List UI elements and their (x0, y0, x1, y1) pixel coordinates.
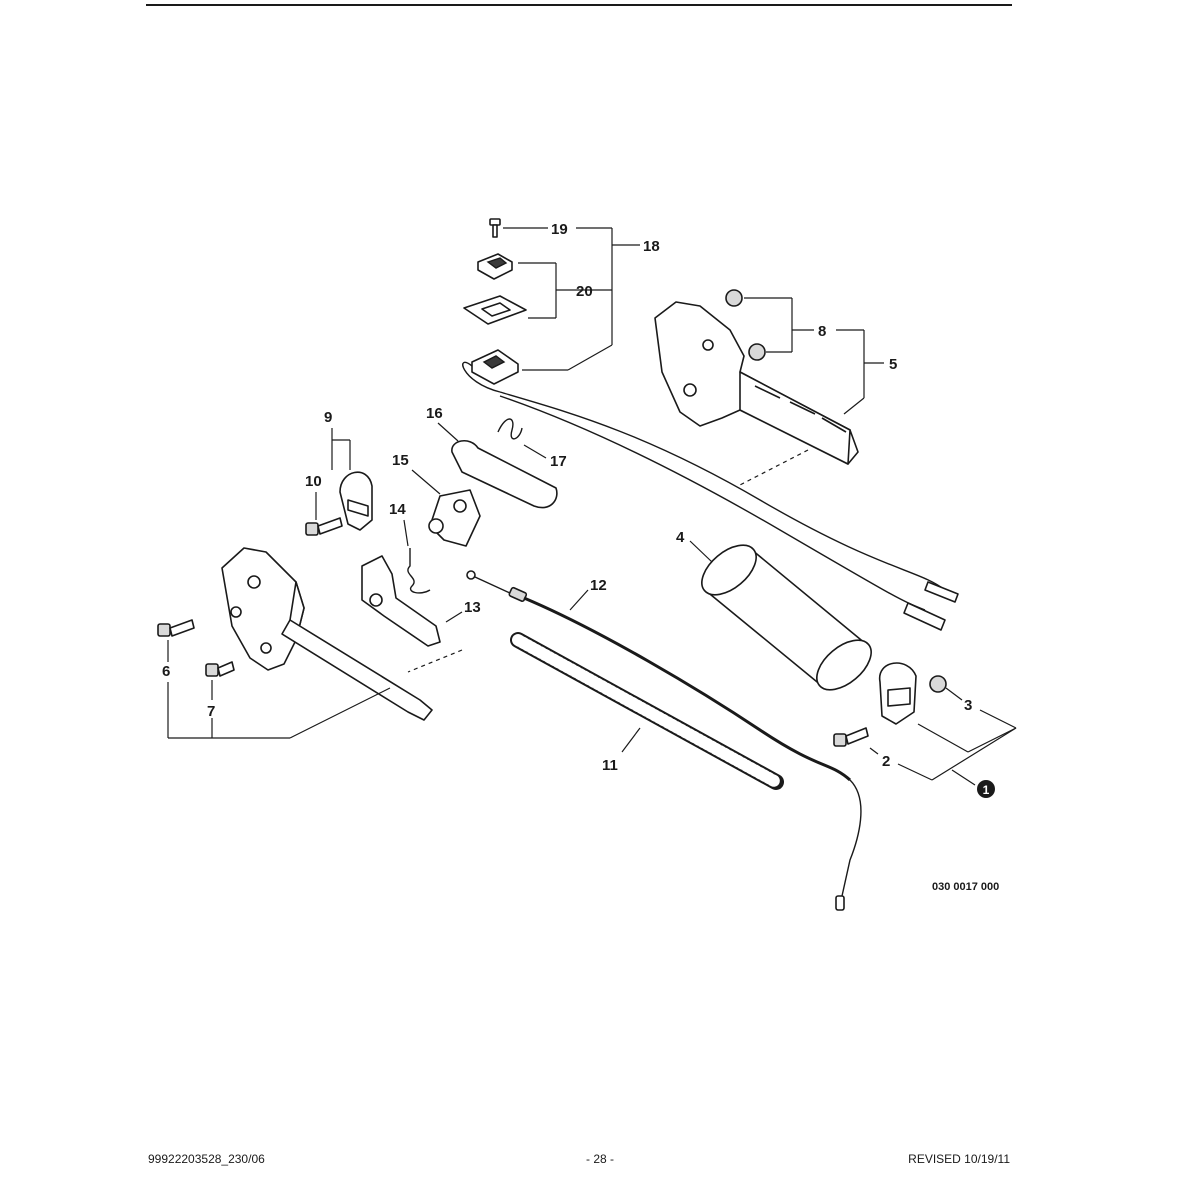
callout-18: 18 (643, 238, 660, 255)
part-5-handle (654, 301, 859, 465)
callout-labels: 19 18 20 8 5 9 10 16 17 15 14 4 12 13 6 … (162, 221, 999, 893)
callout-10: 10 (305, 473, 322, 490)
part-10-bolt (305, 517, 343, 536)
callout-11: 11 (602, 757, 618, 774)
part-20-cap (477, 253, 513, 280)
callout-1: 1 (983, 783, 990, 797)
callout-8: 8 (818, 323, 826, 340)
part-13-throttle-lever (361, 555, 441, 647)
part-4-foam-grip (701, 544, 872, 691)
part-2-bolt (833, 727, 869, 747)
callout-13: 13 (464, 599, 481, 616)
part-16-trigger-lever (451, 440, 558, 509)
part-7-bolt (205, 661, 235, 677)
callout-7: 7 (207, 703, 215, 720)
lower-handle-housing (221, 547, 433, 721)
footer-page-number: - 28 - (585, 1152, 614, 1166)
figure-code: 030 0017 000 (932, 881, 999, 893)
part-11-coil-tube (510, 632, 784, 790)
part-17-spring (497, 418, 523, 440)
callout-14: 14 (389, 501, 406, 518)
part-8-nuts (725, 289, 766, 361)
callout-17: 17 (550, 453, 567, 470)
callout-1-badge (977, 780, 995, 798)
part-12-throttle-cable (466, 570, 862, 911)
footer-part-number: 99922203528_230/06 (148, 1152, 265, 1166)
part-1-clamp (879, 662, 917, 725)
part-20-gasket (463, 295, 527, 325)
callout-19: 19 (551, 221, 568, 238)
top-rule (146, 4, 1012, 6)
callout-2: 2 (882, 753, 890, 770)
footer-revised-date: REVISED 10/19/11 (908, 1152, 1010, 1166)
part-6-bolt (157, 619, 195, 637)
part-3-nut (929, 675, 947, 693)
leader-lines (167, 227, 1017, 786)
callout-6: 6 (162, 663, 170, 680)
callout-5: 5 (889, 356, 897, 373)
callout-15: 15 (392, 452, 409, 469)
part-19-screw (489, 218, 501, 238)
callout-9: 9 (324, 409, 332, 426)
callout-20: 20 (576, 283, 593, 300)
part-18-stop-switch (462, 349, 959, 631)
callout-16: 16 (426, 405, 443, 422)
part-9-clamp (339, 471, 373, 531)
callout-4: 4 (676, 529, 685, 546)
part-14-spring (407, 548, 431, 594)
part-15-throttle-link (428, 489, 481, 547)
callout-3: 3 (964, 697, 972, 714)
callout-12: 12 (590, 577, 607, 594)
